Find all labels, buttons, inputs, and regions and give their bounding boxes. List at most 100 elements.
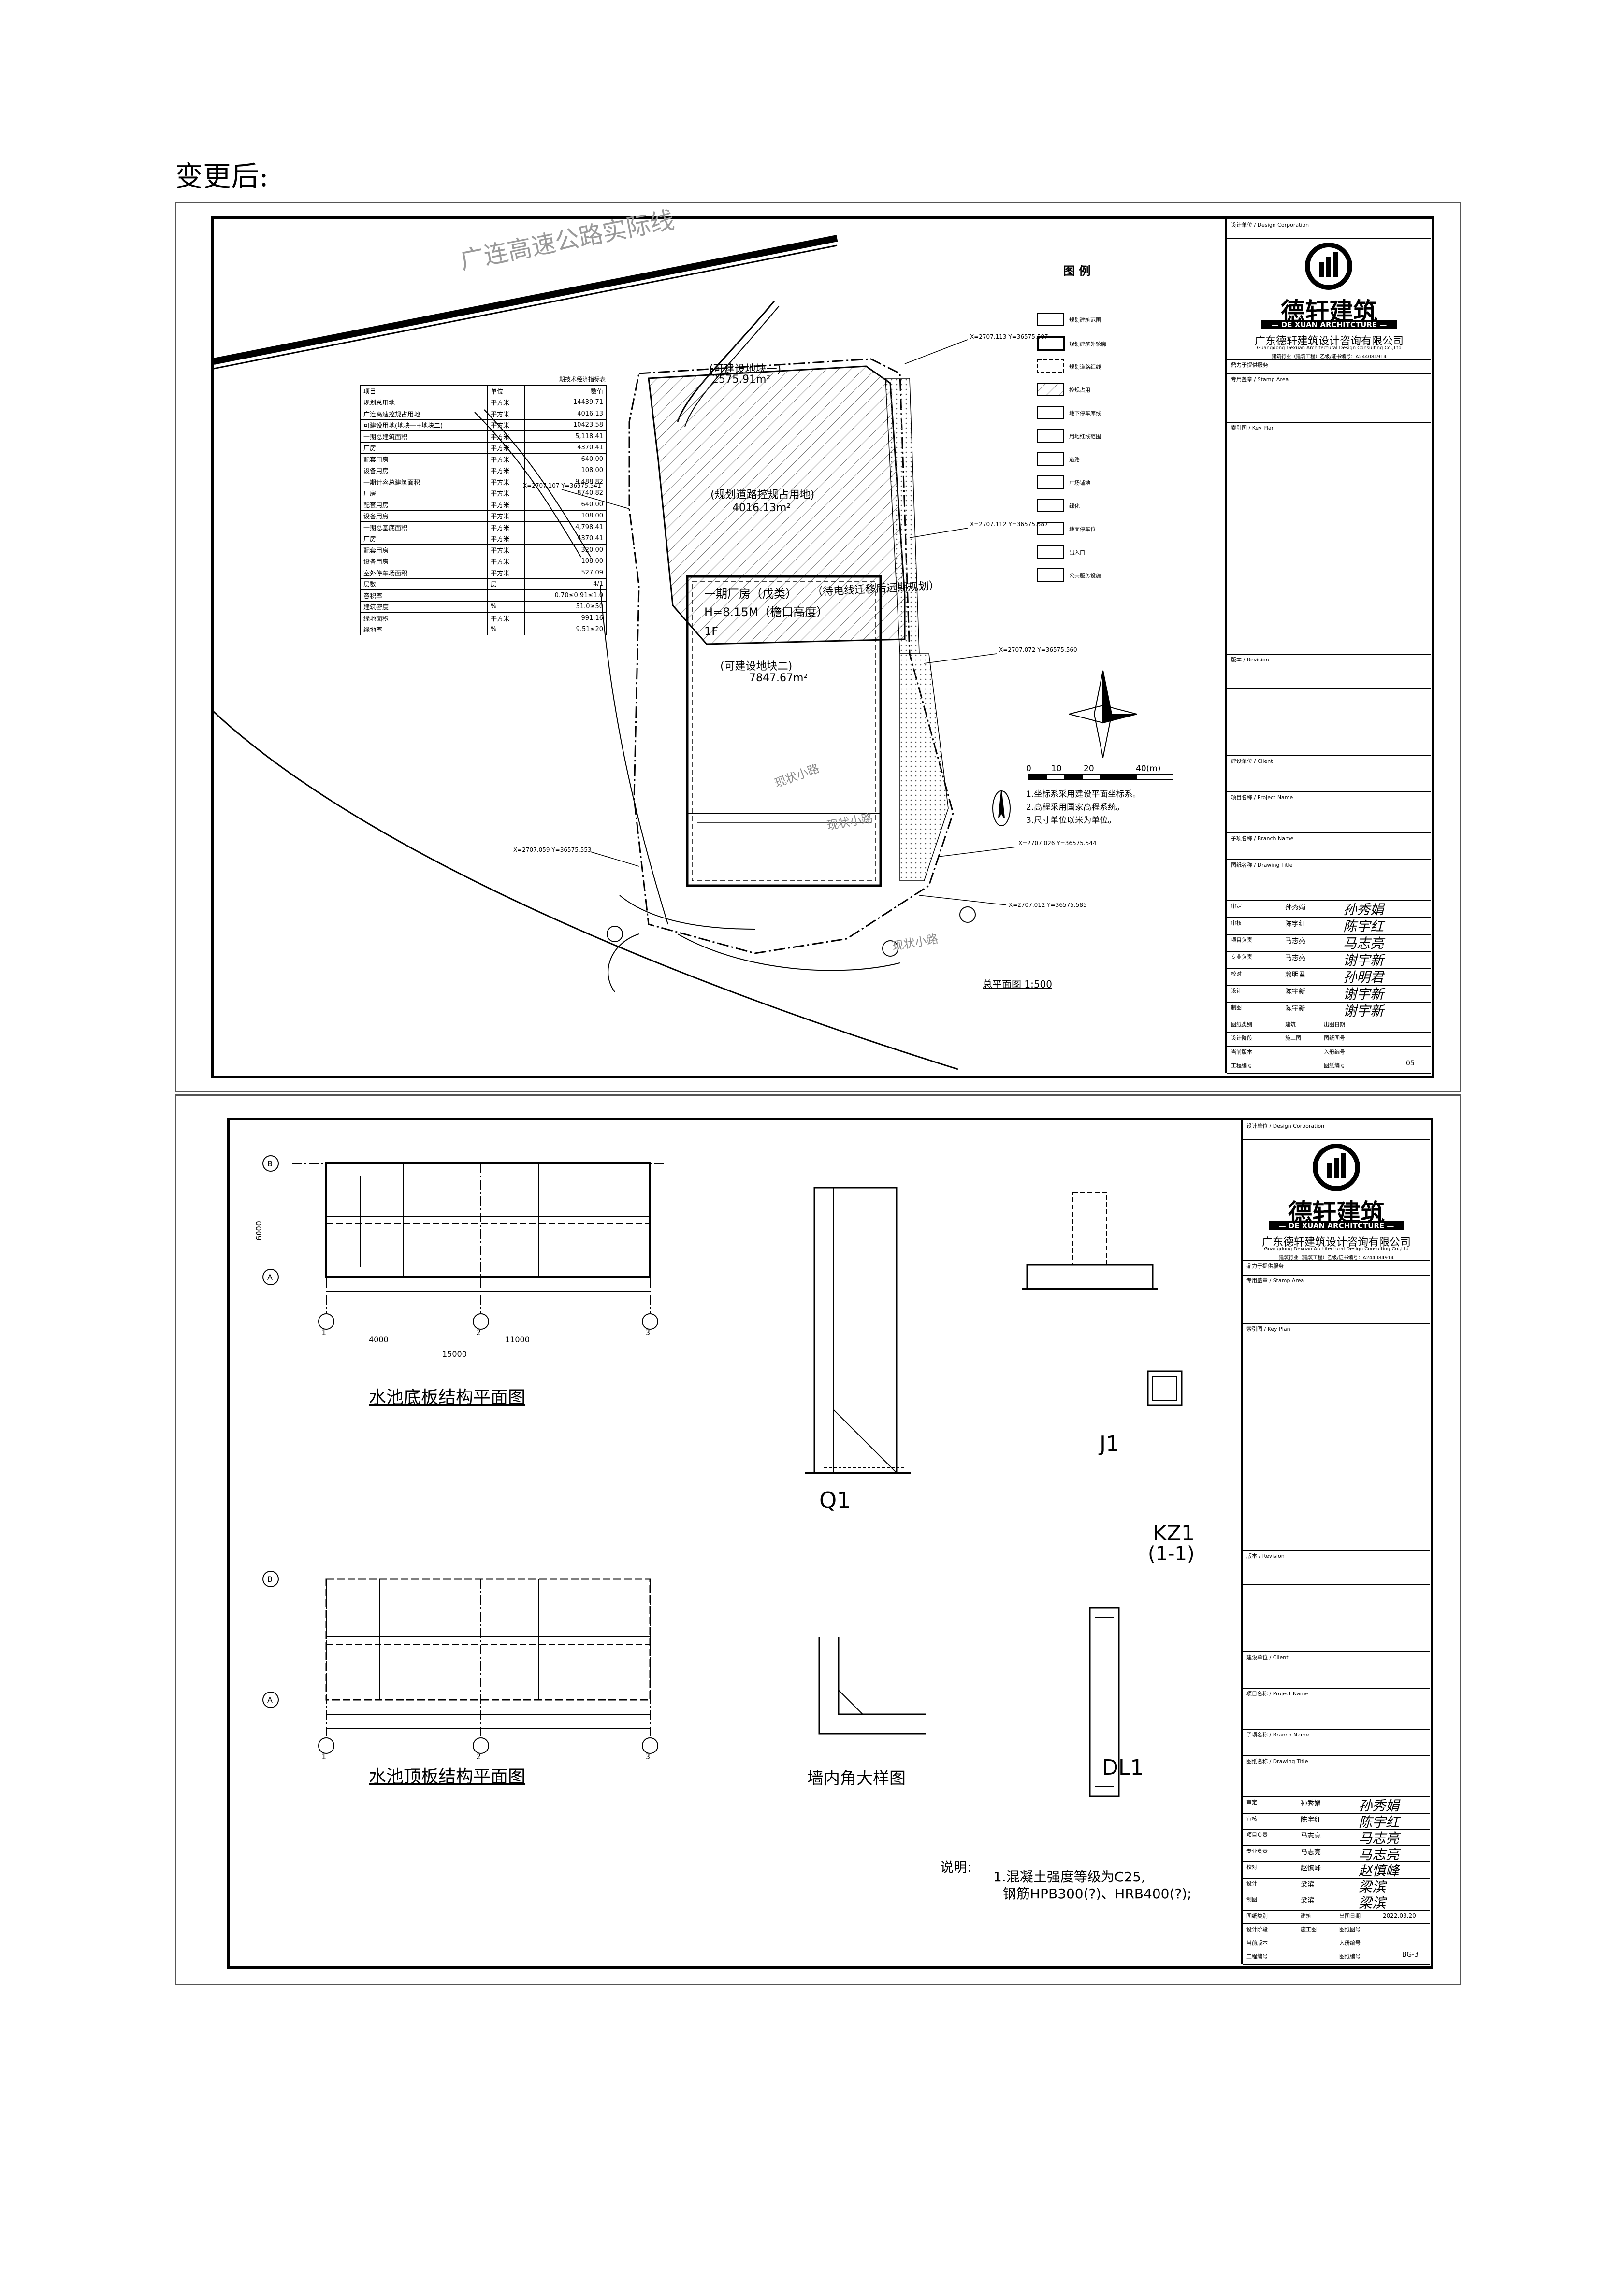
qualification: 建筑行业（建筑工程）乙级/证书编号：A244084914: [1272, 354, 1387, 359]
svg-text:控规占用: 控规占用: [1069, 387, 1090, 393]
sheet-number: 05: [1406, 1060, 1415, 1067]
stat-cell: 991.16: [524, 612, 607, 624]
stat-cell: 108.00: [524, 464, 607, 476]
drawing-meta-row: 当前版本 入册编号: [1243, 1937, 1430, 1951]
signoff-row: 专业负责马志亮谢宇新: [1227, 951, 1431, 969]
stat-cell: 640.00: [524, 453, 607, 465]
stat-cell: 项目: [360, 385, 488, 397]
meta-value: 建筑: [1285, 1021, 1296, 1028]
stat-cell: 5,118.41: [524, 430, 607, 443]
sheet-number: BG-3: [1402, 1951, 1419, 1959]
title-block: 设计单位 / Design Corporation 德轩建筑 — DE XUAN…: [1241, 1120, 1430, 1965]
site-plan-sheet: X=2707.113 Y=36575.587 X=2707.112 Y=3657…: [175, 202, 1461, 1092]
signature: 谢宇新: [1343, 1003, 1384, 1019]
stat-cell: 室外停车场面积: [360, 567, 488, 579]
drawing-meta-row: 图纸类别建筑出图日期: [1243, 1910, 1430, 1924]
meta-label: 出图日期: [1324, 1021, 1345, 1028]
meta-label: 当前版本: [1246, 1940, 1268, 1946]
svg-text:公共服务设施: 公共服务设施: [1069, 573, 1101, 579]
stat-cell: 厂房: [360, 442, 488, 454]
wall-corner-detail: [818, 1637, 926, 1735]
svg-text:2: 2: [476, 1328, 481, 1337]
svg-text:X=2707.113 Y=36575.587: X=2707.113 Y=36575.587: [970, 333, 1048, 340]
service-label: 鼎力于提供服务: [1246, 1263, 1284, 1269]
svg-text:X=2707.026 Y=36575.544: X=2707.026 Y=36575.544: [1018, 840, 1097, 847]
stat-cell: 容积率: [360, 589, 488, 602]
svg-text:规划建筑外轮廓: 规划建筑外轮廓: [1069, 341, 1106, 347]
stat-table-title: 一期技术经济指标表: [553, 376, 606, 383]
q1-wall-section: [813, 1187, 898, 1474]
signoff-name: 梁滨: [1301, 1897, 1314, 1905]
legend-title: 图 例: [1063, 264, 1091, 278]
stat-cell: 平方米: [487, 510, 525, 522]
svg-text:道路: 道路: [1069, 456, 1080, 463]
signoff-name: 马志亮: [1285, 954, 1305, 962]
stat-cell: 8740.82: [524, 487, 607, 499]
base-dim: 15000: [442, 1349, 467, 1359]
stat-cell: 平方米: [487, 453, 525, 465]
svg-text:广场铺地: 广场铺地: [1069, 479, 1090, 486]
stamp-label: 专用盖章 / Stamp Area: [1246, 1277, 1304, 1284]
dl1-beam: [1089, 1607, 1120, 1797]
stat-cell: 设备用房: [360, 510, 488, 522]
road-area: 4016.13m²: [732, 502, 791, 514]
drawing-title-label: 图纸名称 / Drawing Title: [1246, 1758, 1308, 1765]
signoff-name: 陈宇红: [1285, 920, 1305, 928]
site-plan-frame: [211, 216, 1434, 1078]
signature: 马志亮: [1359, 1830, 1400, 1847]
branch-label: 子项名称 / Branch Name: [1231, 835, 1294, 842]
meta-label: 当前版本: [1231, 1048, 1252, 1055]
signature: 谢宇新: [1343, 952, 1384, 968]
meta-value: 建筑: [1301, 1913, 1311, 1919]
scale-label: 40(m): [1136, 764, 1161, 774]
key-plan-label: 索引图 / Key Plan: [1231, 425, 1275, 431]
signoff-role: 专业负责: [1246, 1848, 1268, 1854]
signoff-row: 项目负责马志亮马志亮: [1243, 1829, 1430, 1846]
stat-cell: 厂房: [360, 532, 488, 545]
stat-cell: [487, 589, 525, 602]
signoff-row: 审核陈宇红陈宇红: [1243, 1813, 1430, 1830]
signature: 赵慎峰: [1359, 1863, 1400, 1879]
meta-label: 入册编号: [1339, 1940, 1361, 1946]
stat-cell: 一期计容总建筑面积: [360, 476, 488, 488]
stat-cell: 数值: [524, 385, 607, 397]
stat-cell: 平方米: [487, 567, 525, 579]
stat-cell: 平方米: [487, 544, 525, 556]
meta-label: 出图日期: [1339, 1913, 1361, 1919]
stat-cell: 平方米: [487, 442, 525, 454]
stat-cell: 规划总用地: [360, 396, 488, 408]
svg-text:用地红线范围: 用地红线范围: [1069, 433, 1101, 440]
brand-en: — DE XUAN ARCHITCTURE —: [1261, 320, 1397, 329]
signature: 陈宇红: [1343, 918, 1384, 934]
stat-cell: 层: [487, 578, 525, 590]
drawing-meta-row: 设计阶段施工图图纸图号: [1227, 1032, 1431, 1047]
stat-cell: 一期总建筑面积: [360, 430, 488, 443]
q1-title: Q1: [819, 1487, 851, 1513]
company-logo-icon: [1305, 243, 1352, 290]
stat-cell: 51.0≥50: [524, 601, 607, 613]
signoff-row: 制图梁滨梁滨: [1243, 1894, 1430, 1911]
kz1-column: [1147, 1370, 1183, 1406]
signature: 马志亮: [1359, 1846, 1400, 1863]
scale-label: 10: [1051, 764, 1062, 774]
svg-text:3: 3: [645, 1752, 650, 1761]
stat-cell: 厂房: [360, 487, 488, 499]
meta-label: 图纸类别: [1231, 1021, 1252, 1028]
meta-label: 入册编号: [1324, 1048, 1345, 1055]
base-slab-outline: [325, 1162, 651, 1278]
meta-label: 设计阶段: [1231, 1035, 1252, 1042]
legend-symbols: [1037, 313, 1065, 582]
signoff-row: 审核陈宇红陈宇红: [1227, 917, 1431, 935]
company-name: 广东德轩建筑设计咨询有限公司: [1261, 1236, 1411, 1248]
signoff-row: 校对赖明君孙明君: [1227, 968, 1431, 986]
drawing-title-label: 图纸名称 / Drawing Title: [1231, 862, 1293, 868]
note-line: 1.混凝土强度等级为C25,: [993, 1869, 1145, 1885]
meta-label: 工程编号: [1246, 1953, 1268, 1960]
signature: 谢宇新: [1343, 986, 1384, 1002]
